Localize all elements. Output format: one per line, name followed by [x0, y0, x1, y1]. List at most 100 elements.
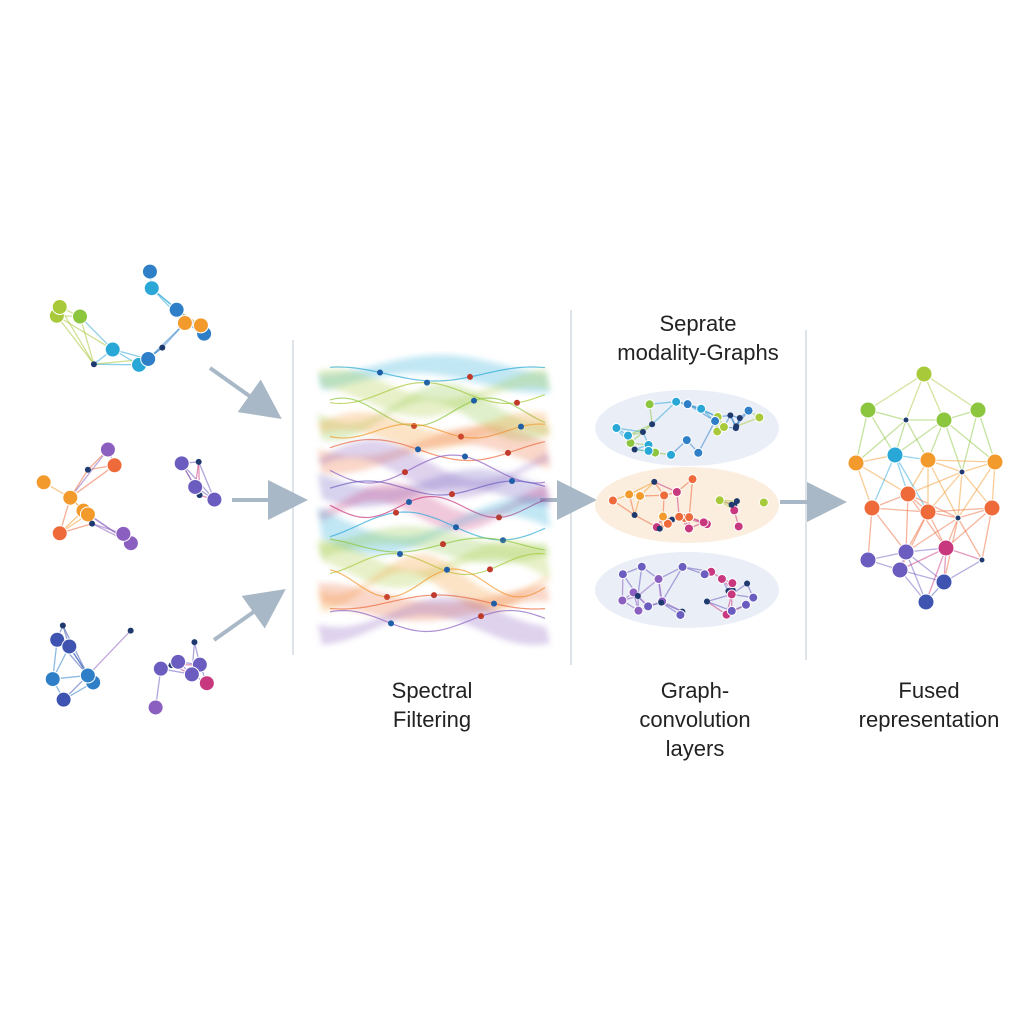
graph-edge [927, 471, 963, 513]
graph-node [726, 589, 737, 600]
graph-node [748, 592, 759, 603]
modality-graph-3-nodes [617, 561, 759, 620]
fused-graph [847, 365, 1004, 611]
modality-graphs [595, 390, 779, 628]
graph-node [891, 561, 909, 579]
spectral-band [318, 412, 550, 450]
input-graph-1-nodes [48, 263, 213, 373]
input-graph-2 [35, 441, 223, 552]
graph-node [718, 421, 729, 432]
graph-node [859, 551, 877, 569]
graph-node [666, 449, 677, 460]
spectral-point [397, 551, 403, 558]
graph-node [733, 521, 744, 532]
graph-node [703, 598, 710, 605]
graph-edge [927, 507, 993, 513]
graph-node [671, 396, 682, 407]
graph-node [79, 667, 96, 684]
graph-edge [943, 419, 963, 473]
graph-node [106, 457, 123, 474]
spectral-trace [329, 609, 546, 633]
graph-node [847, 454, 865, 472]
graph-node [917, 593, 935, 611]
graph-node [682, 399, 693, 410]
graph-node [635, 490, 646, 501]
spectral-point [402, 469, 408, 476]
graph-node [658, 511, 669, 522]
graph-edge [69, 464, 115, 499]
graph-edge [907, 471, 963, 495]
spectral-point [478, 613, 484, 620]
spectral-point [505, 449, 511, 456]
graph-node [859, 401, 877, 419]
graph-node [978, 556, 986, 564]
spectral-band [318, 583, 550, 621]
graph-node [915, 365, 933, 383]
graph-node [168, 301, 185, 318]
graph-edge [867, 507, 873, 561]
graph-node [183, 666, 200, 683]
graph-node [687, 474, 698, 485]
graph-edge [905, 517, 959, 553]
graph-node [863, 499, 881, 517]
graph-node [631, 446, 638, 453]
spectral-waves [318, 355, 550, 645]
graph-node [35, 474, 52, 491]
graph-node [658, 599, 665, 606]
graph-node [143, 280, 160, 297]
graph-node [617, 569, 628, 580]
graph-node [631, 512, 638, 519]
graph-node [634, 593, 641, 600]
graph-node [681, 435, 692, 446]
spectral-point [518, 423, 524, 430]
graph-node [191, 639, 198, 646]
modality-graph-2-nodes [607, 474, 769, 534]
graph-node [897, 543, 915, 561]
graph-node [643, 445, 654, 456]
graph-node [986, 453, 1004, 471]
graph-node [147, 699, 164, 716]
spectral-point [388, 620, 394, 627]
graph-node [969, 401, 987, 419]
graph-node [899, 485, 917, 503]
graph-node [649, 421, 656, 428]
graph-edge [923, 373, 979, 411]
graph-edge [981, 507, 993, 561]
graph-node [159, 344, 166, 351]
graph-node [733, 498, 740, 505]
graph-edge [59, 306, 95, 365]
graph-node [115, 525, 132, 542]
spectral-point [514, 399, 520, 406]
graph-edge [871, 507, 929, 513]
label-spectral-filtering: Spectral Filtering [391, 678, 473, 732]
spectral-point [509, 478, 515, 485]
modality-graph-1-nodes [611, 396, 765, 460]
spectral-band [318, 483, 550, 531]
graph-edge [957, 461, 996, 519]
graph-edge [697, 420, 716, 454]
input-graph-2-nodes [35, 441, 223, 552]
graph-edge [87, 630, 132, 676]
graph-node [173, 455, 190, 472]
graph-node [716, 573, 727, 584]
label-graph-convolution-layers: Graph- convolution layers [639, 678, 751, 761]
graph-node [693, 447, 704, 458]
graph-edge [79, 316, 95, 365]
spectral-point [431, 592, 437, 599]
graph-node [659, 490, 670, 501]
graph-edge [688, 479, 694, 518]
graph-node [639, 429, 646, 436]
modality-graph-1 [611, 396, 765, 460]
spectral-point [424, 379, 430, 386]
graph-node [651, 478, 658, 485]
graph-node [733, 423, 740, 430]
graph-node [919, 503, 937, 521]
graph-edge [905, 551, 927, 603]
graph-node [954, 514, 962, 522]
graph-node [195, 458, 202, 465]
graph-node [698, 517, 709, 528]
graph-node [49, 631, 66, 648]
graph-node [176, 315, 193, 332]
graph-node [141, 263, 158, 280]
graph-node [727, 578, 738, 589]
